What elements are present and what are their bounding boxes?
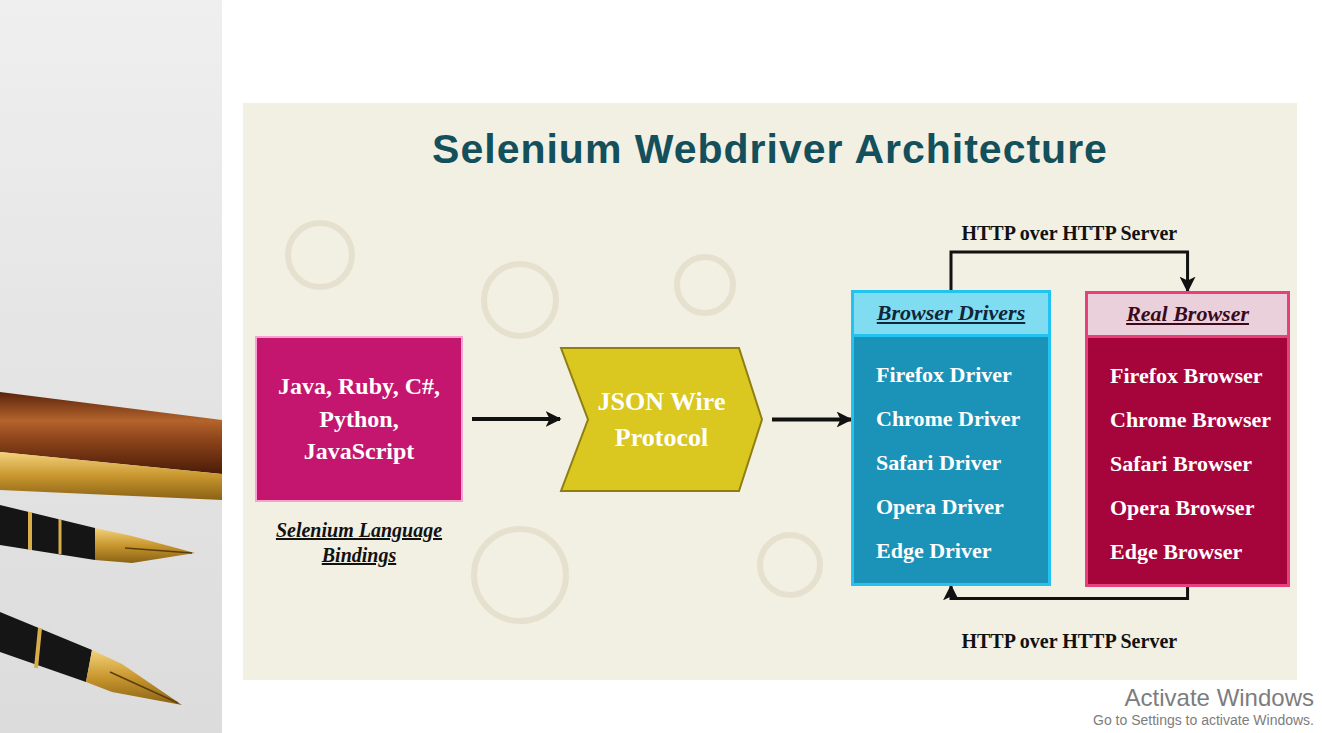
list-item: Chrome Browser	[1110, 398, 1271, 442]
browser-drivers-panel: Browser DriversFirefox DriverChrome Driv…	[851, 290, 1051, 586]
list-item: Chrome Driver	[876, 397, 1032, 441]
fountain-pen-body	[0, 505, 95, 560]
connector-arrow	[951, 252, 1188, 291]
label-holder: Go to Settings to activate Windows.	[1093, 712, 1314, 728]
chevron-text-area: JSON Wire Protocol	[560, 347, 763, 492]
panel-header: Real Browser	[1088, 294, 1287, 338]
pen-nib	[86, 650, 182, 705]
watermark-text: Activate Windows	[1125, 684, 1314, 712]
list-item: Firefox Browser	[1110, 354, 1271, 398]
list-item: Edge Browser	[1110, 530, 1271, 574]
protocol-chevron: JSON Wire Protocol	[560, 347, 763, 492]
edge-label: HTTP over HTTP Server	[957, 629, 1181, 654]
fountain-pen-body	[0, 612, 92, 682]
list-item: Edge Driver	[876, 529, 1032, 573]
connector-arrow	[472, 417, 560, 421]
pen-ring	[59, 519, 62, 554]
gear-decoration	[677, 257, 733, 313]
gear-decoration	[760, 535, 820, 595]
binding-box: Java, Ruby, C#, Python, JavaScript	[255, 336, 463, 502]
side-panel	[0, 0, 222, 733]
panel-header: Browser Drivers	[854, 293, 1048, 337]
list-item: Firefox Driver	[876, 353, 1032, 397]
watermark-text: Go to Settings to activate Windows.	[1093, 712, 1314, 728]
chevron-outline	[560, 347, 763, 492]
list-item: Safari Browser	[1110, 442, 1271, 486]
slide-title: Selenium Webdriver Architecture	[243, 126, 1297, 173]
nib-slit	[125, 548, 192, 553]
gear-decoration	[484, 264, 556, 336]
real-browser-panel: Real BrowserFirefox BrowserChrome Browse…	[1085, 291, 1290, 587]
chevron-shape	[561, 348, 762, 491]
panel-list: Firefox DriverChrome DriverSafari Driver…	[854, 337, 1048, 583]
protocol-name: JSON Wire Protocol	[596, 384, 727, 454]
panel-title: Browser Drivers	[866, 299, 1036, 328]
edge-label: HTTP over HTTP Server	[957, 221, 1181, 246]
list-item: Opera Driver	[876, 485, 1032, 529]
language-bindings-node: Java, Ruby, C#, Python, JavaScriptSeleni…	[255, 336, 463, 568]
gear-decoration	[474, 529, 566, 621]
list-item: Safari Driver	[876, 441, 1032, 485]
binding-heading: Selenium Language Bindings	[255, 518, 463, 568]
pen-ring	[28, 512, 32, 550]
nib-slit	[110, 672, 178, 703]
gold-pen-barrel	[0, 452, 222, 500]
edge-label-holder: HTTP over HTTP Server	[957, 221, 1181, 246]
gear-decoration	[288, 223, 352, 287]
panel-list: Firefox BrowserChrome BrowserSafari Brow…	[1088, 338, 1287, 584]
pen-nib	[95, 528, 195, 563]
list-item: Opera Browser	[1110, 486, 1271, 530]
label-holder: Activate Windows	[1125, 684, 1314, 712]
pen-ring	[36, 628, 40, 668]
binding-languages: Java, Ruby, C#, Python, JavaScript	[265, 370, 453, 467]
slide-ground	[243, 103, 1297, 680]
edge-label-holder: HTTP over HTTP Server	[957, 629, 1181, 654]
connector-arrow	[951, 586, 1188, 599]
panel-title: Real Browser	[1100, 300, 1275, 329]
connector-arrow	[772, 418, 851, 422]
